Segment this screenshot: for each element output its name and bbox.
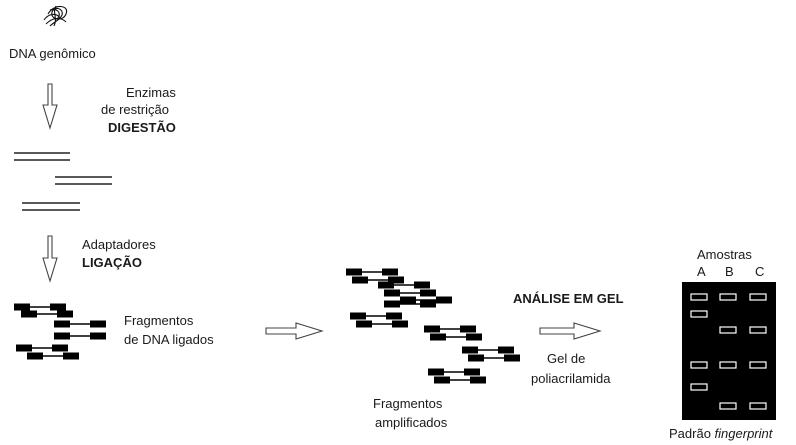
gel-analysis-title: ANÁLISE EM GEL	[513, 291, 624, 306]
gel-band	[749, 293, 767, 301]
gel-band	[719, 361, 737, 369]
digestion-step-title: DIGESTÃO	[108, 120, 176, 135]
fingerprint-caption: Padrão fingerprint	[669, 426, 774, 441]
digested-dna-fragments	[14, 152, 112, 211]
arrow-right-amplification	[265, 322, 324, 340]
gel-band	[749, 402, 767, 410]
amplified-fragments-label-line2: amplificados	[375, 415, 448, 430]
ligation-adapters-label: Adaptadores	[82, 237, 156, 252]
gel-band	[749, 326, 767, 334]
gel-band	[719, 326, 737, 334]
gel-band	[690, 361, 708, 369]
gel-lane-label-a: A	[697, 264, 706, 279]
gel-lane-label-b: B	[725, 264, 734, 279]
gel-band	[690, 293, 708, 301]
genomic-dna-label: DNA genômico	[9, 46, 96, 61]
arrow-down-digestion	[42, 83, 58, 130]
genomic-dna-icon	[43, 5, 68, 27]
amplified-fragments-group	[345, 267, 521, 385]
ligated-fragments-group	[13, 302, 107, 361]
fingerprint-caption-italic: fingerprint	[715, 426, 774, 441]
gel-band	[690, 310, 708, 318]
arrow-down-ligation	[42, 235, 58, 283]
amplified-fragments-label-line1: Fragmentos	[373, 396, 443, 411]
gel-band	[719, 293, 737, 301]
gel-type-label-line1: Gel de	[547, 351, 585, 366]
arrow-right-gel	[539, 322, 602, 340]
digestion-enzymes-label: Enzimas	[126, 85, 176, 100]
gel-block	[682, 282, 776, 420]
gel-bands	[690, 293, 767, 410]
gel-band	[690, 383, 708, 391]
digestion-restriction-label: de restrição	[101, 102, 169, 117]
gel-band	[719, 402, 737, 410]
gel-lane-label-c: C	[755, 264, 764, 279]
gel-band	[749, 361, 767, 369]
ligation-step-title: LIGAÇÃO	[82, 255, 142, 270]
gel-samples-title: Amostras	[697, 247, 752, 262]
fingerprint-caption-prefix: Padrão	[669, 426, 715, 441]
gel-type-label-line2: poliacrilamida	[531, 371, 611, 386]
ligated-fragments-label-line1: Fragmentos	[124, 313, 194, 328]
ligated-fragments-label-line2: de DNA ligados	[124, 332, 214, 347]
